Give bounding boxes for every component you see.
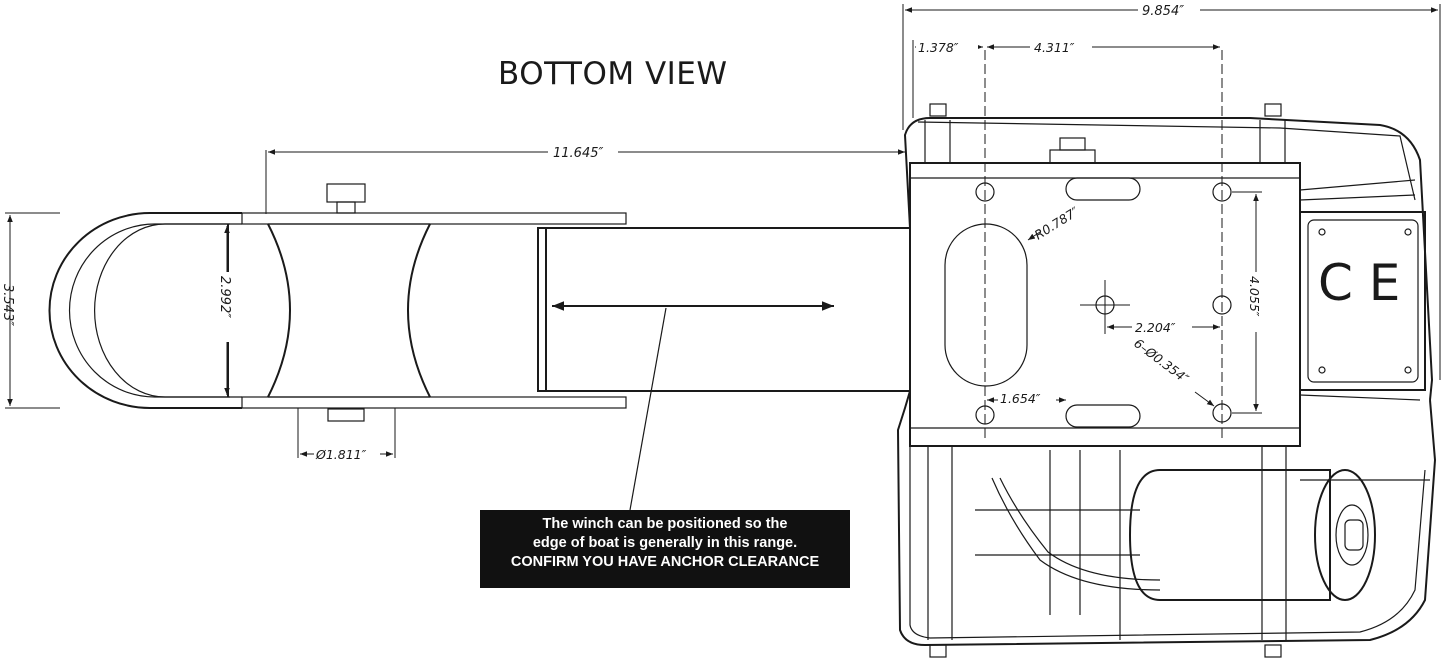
roller-left-curve (267, 223, 291, 398)
oval-slot (944, 223, 1028, 387)
dim-hole-vertical: 4.055″ (1232, 191, 1264, 414)
dim-label: 1.378″ (918, 40, 959, 55)
bow-guard-inner (68, 223, 242, 398)
anchor-clearance-note: The winch can be positioned so the edge … (480, 510, 850, 588)
note-line-2: edge of boat is generally in this range. (532, 535, 798, 551)
bottom-plate (241, 396, 627, 409)
dim-slot-offset: 1.654″ (987, 390, 1066, 406)
note-line-1: The winch can be positioned so the (542, 516, 788, 532)
bottom-slot (1065, 404, 1141, 428)
bow-guard-outer (48, 212, 242, 409)
note-line-3: CONFIRM YOU HAVE ANCHOR CLEARANCE (510, 554, 820, 570)
dim-label: 9.854″ (1142, 4, 1184, 19)
dim-label: 4.311″ (1034, 40, 1075, 55)
dim-slot-radius: R0.787″ (1027, 204, 1082, 243)
roller-assembly (48, 183, 910, 422)
dim-label: 1.654″ (1000, 391, 1041, 406)
dim-label: 4.055″ (1247, 276, 1262, 317)
edge-range-arrow (552, 301, 834, 511)
bolt-head (326, 183, 366, 203)
ce-mark: C E (1318, 254, 1400, 312)
control-box (1299, 211, 1426, 391)
dim-label: 2.992″ (217, 276, 232, 318)
winch-body (896, 50, 1437, 658)
dim-label: R0.787″ (1032, 204, 1082, 243)
dim-label: Ø1.811″ (315, 447, 367, 462)
dim-overall-width: 9.854″ (902, 2, 1441, 380)
roller-right-curve (407, 223, 431, 398)
dim-label: 11.645″ (553, 146, 603, 161)
dim-label: 3.543″ (0, 284, 15, 326)
bolt-nut (327, 408, 365, 422)
dim-label: 2.204″ (1135, 320, 1176, 335)
dim-label: 6–Ø0.354″ (1131, 335, 1192, 386)
top-plate (241, 212, 627, 225)
dim-hole-center: 2.204″ (1104, 314, 1220, 335)
dim-frame-height: 3.543″ (0, 212, 60, 409)
dim-bolt-positions: 1.378″ 4.311″ (912, 39, 1220, 118)
dim-roller-diameter: Ø1.811″ (297, 408, 396, 462)
motor (1128, 469, 1331, 601)
dim-roller-length: 2.992″ (217, 226, 234, 395)
drawing-title: BOTTOM VIEW (498, 56, 728, 92)
top-slot (1065, 177, 1141, 201)
dim-overall-length: 11.645″ (265, 142, 905, 214)
dim-hole-pattern: 6–Ø0.354″ (1131, 335, 1215, 407)
